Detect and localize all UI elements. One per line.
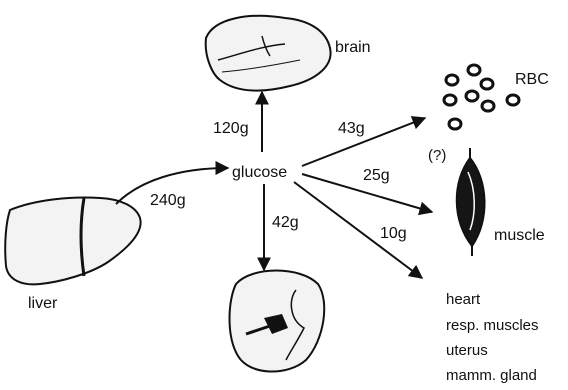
liver-illustration bbox=[5, 198, 140, 285]
list-item: uterus bbox=[446, 342, 488, 359]
muscle-illustration bbox=[457, 148, 485, 256]
list-item: heart bbox=[446, 291, 481, 308]
list-item: mamm. gland bbox=[446, 367, 537, 384]
uncertain-marker: (?) bbox=[428, 147, 446, 164]
flow-amount-others: 10g bbox=[380, 225, 407, 242]
muscle-label: muscle bbox=[494, 227, 545, 244]
brain-label: brain bbox=[335, 39, 371, 56]
rbc-label: RBC bbox=[515, 71, 549, 88]
flow-amount-liver: 240g bbox=[150, 192, 186, 209]
flow-amount-kidney: 42g bbox=[272, 214, 299, 231]
liver-label: liver bbox=[28, 295, 58, 312]
list-item: resp. muscles bbox=[446, 317, 539, 334]
kidney-illustration bbox=[230, 271, 325, 372]
glucose-label: glucose bbox=[232, 164, 287, 181]
brain-illustration bbox=[206, 16, 331, 91]
flow-arrows bbox=[116, 92, 432, 278]
flow-amount-brain: 120g bbox=[213, 120, 249, 137]
rbc-illustration bbox=[444, 65, 519, 129]
flow-amount-rbc: 43g bbox=[338, 120, 365, 137]
other-tissues-list: heart resp. muscles uterus mamm. gland bbox=[446, 291, 539, 384]
flow-amount-muscle: 25g bbox=[363, 167, 390, 184]
